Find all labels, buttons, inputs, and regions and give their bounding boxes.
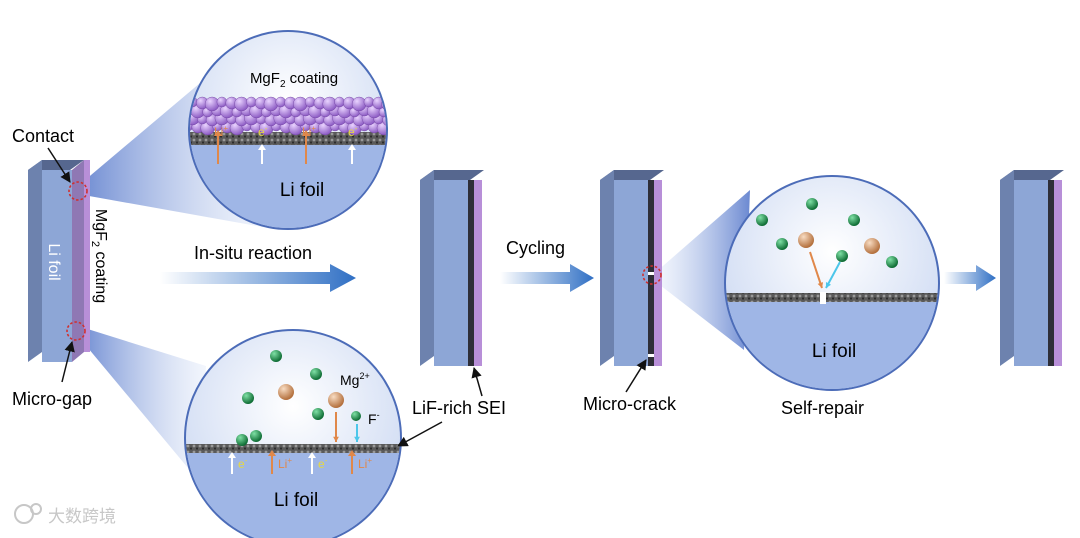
slab-li-foil-label: Li foil [45,243,62,280]
mg-ion-icon [798,232,814,248]
slab-micro-crack [600,170,664,366]
f-ion-icon [886,256,898,268]
mg-ion-label: Mg2+ [340,371,370,388]
li-ion-label: Li+ [278,456,292,471]
mgf2-sphere-icon [190,96,386,136]
f-ion-icon [270,350,282,362]
self-repair-label: Self-repair [781,398,864,418]
contact-pointer [47,147,71,183]
li-ion-label: Li+ [214,124,228,139]
contact-label: Contact [12,126,74,146]
electron-label: e- [258,124,268,139]
mg-ion-icon [328,392,344,408]
li-ion-label: Li+ [358,456,372,471]
mg-ion-arrow [809,251,823,289]
repair-zoom-circle [724,175,940,391]
bottom-zoom-cone [78,326,206,480]
crack-circle-icon [642,265,662,285]
cycling-arrow [500,264,594,292]
f-ion-icon [848,214,860,226]
final-arrow [944,265,996,291]
mg-ion-icon [864,238,880,254]
repair-zoom-li-foil: Li foil [812,341,856,362]
electron-label: e- [318,456,328,471]
watermark: 大数跨境 [14,503,116,526]
f-ion-label: F- [368,410,380,427]
repair-zoom-cone [656,190,750,350]
contact-circle-icon [68,181,88,201]
f-ion-icon [756,214,768,226]
slab-repaired [1000,170,1064,366]
f-ion-icon [836,250,848,262]
f-ion-icon [351,411,361,421]
f-ion-icon [806,198,818,210]
lif-rich-sei-label: LiF-rich SEI [412,398,506,418]
lif-sei-zoom-pointer [397,421,443,447]
lif-sei-pointer [471,366,483,397]
f-ion-icon [776,238,788,250]
f-ion-icon [236,434,248,446]
cycling-label: Cycling [506,238,565,258]
li-ion-label: Li+ [302,124,316,139]
gap-circle-icon [66,321,86,341]
in-situ-arrow [160,264,356,292]
top-zoom-title: MgF2 coating [250,70,338,90]
micro-gap-label: Micro-gap [12,389,92,409]
top-zoom-circle: Li+ e- Li+ e- [188,30,388,230]
f-ion-icon [312,408,324,420]
mgf2-coating-side-label: MgF2 coating [89,209,109,303]
f-ion-icon [242,392,254,404]
in-situ-reaction-label: In-situ reaction [194,243,312,263]
top-zoom-li-foil: Li foil [280,180,324,201]
f-ion-icon [250,430,262,442]
electron-label: e- [348,124,358,139]
micro-crack-pointer [625,359,647,393]
micro-crack-label: Micro-crack [583,394,677,414]
mg-ion-icon [278,384,294,400]
f-ion-icon [310,368,322,380]
slab-lif-sei [420,170,484,366]
bottom-zoom-li-foil: Li foil [274,490,318,511]
electron-label: e- [238,456,248,471]
micro-gap-pointer [61,340,75,383]
svg-text:大数跨境: 大数跨境 [48,507,116,526]
